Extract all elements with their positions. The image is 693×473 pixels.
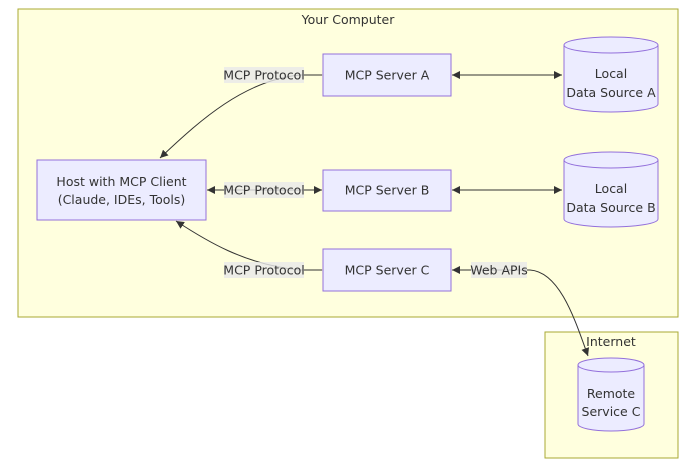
svg-text:Service C: Service C	[582, 404, 641, 419]
node-mcp-server-c: MCP Server C	[322, 248, 452, 292]
svg-text:MCP Protocol: MCP Protocol	[223, 263, 304, 278]
edge-label-protocol-a: MCP Protocol	[223, 67, 305, 83]
node-remote-service-c: Remote Service C	[577, 357, 645, 432]
node-host-mcp-client: Host with MCP Client (Claude, IDEs, Tool…	[36, 159, 207, 221]
node-local-data-source-b: Local Data Source B	[563, 151, 659, 228]
svg-text:Data Source A: Data Source A	[566, 85, 656, 100]
node-local-data-source-a: Local Data Source A	[563, 36, 659, 113]
node-mcp-server-a: MCP Server A	[322, 53, 452, 97]
node-host-line-2: (Claude, IDEs, Tools)	[58, 192, 186, 207]
cluster-your-computer-title: Your Computer	[301, 12, 396, 27]
edge-server-c-remote-c	[452, 266, 590, 357]
edge-label-protocol-c: MCP Protocol	[223, 262, 305, 278]
svg-text:Remote: Remote	[587, 386, 636, 401]
svg-text:MCP Server B: MCP Server B	[345, 183, 430, 198]
cluster-internet-title: Internet	[586, 334, 636, 349]
svg-text:MCP Server A: MCP Server A	[345, 68, 430, 83]
edge-label-web-apis: Web APIs	[470, 262, 528, 278]
svg-text:Data Source B: Data Source B	[566, 200, 655, 215]
svg-text:Local: Local	[595, 181, 627, 196]
svg-text:Local: Local	[595, 66, 627, 81]
svg-text:MCP Server C: MCP Server C	[345, 263, 430, 278]
svg-text:MCP Protocol: MCP Protocol	[223, 68, 304, 83]
node-mcp-server-b: MCP Server B	[322, 169, 452, 212]
svg-text:MCP Protocol: MCP Protocol	[223, 183, 304, 198]
node-host-line-1: Host with MCP Client	[56, 174, 186, 189]
edge-label-protocol-b: MCP Protocol	[223, 182, 305, 198]
svg-text:Web APIs: Web APIs	[470, 263, 528, 278]
